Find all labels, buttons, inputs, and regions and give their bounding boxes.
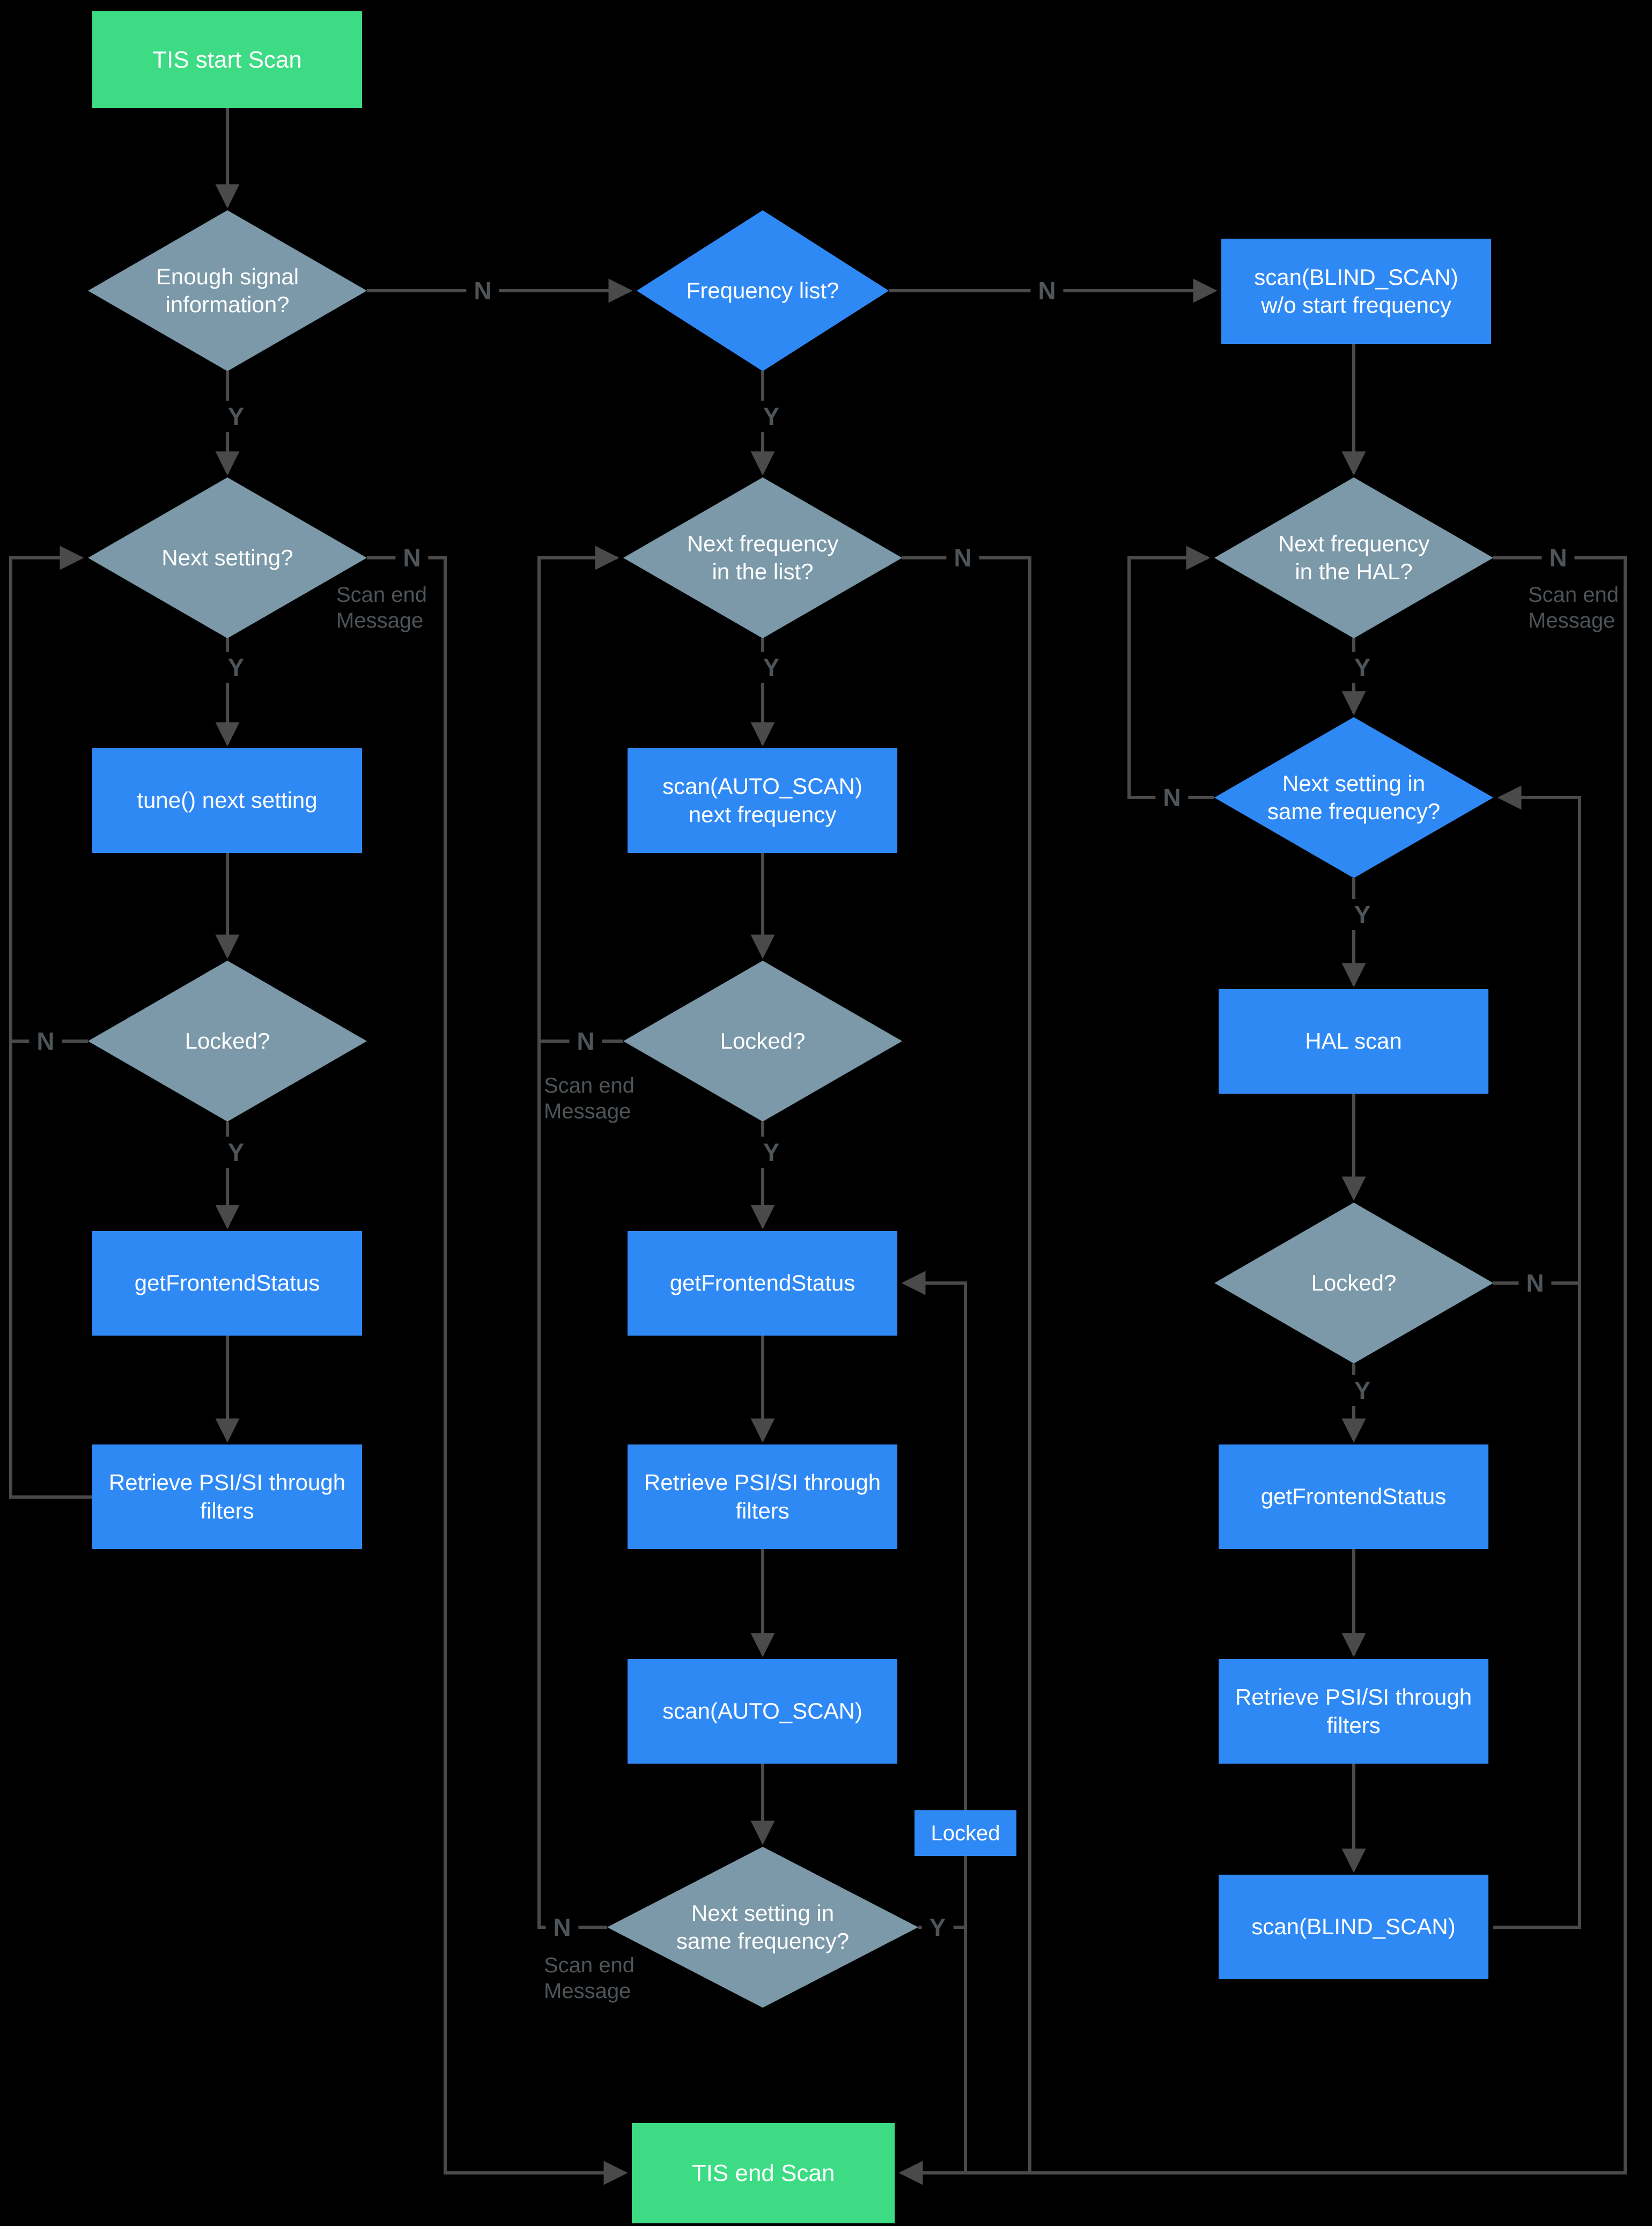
edge-label-y_next_freq_list: Y — [755, 652, 787, 683]
edge-label-n_next_setting: N — [395, 542, 429, 573]
node-label-d_next_setting: Next setting? — [161, 544, 293, 570]
edge-label-scanend_right: Scan end Message — [1528, 583, 1619, 632]
node-label-d_locked_r: Locked? — [1311, 1270, 1397, 1295]
edge-label-n_same_m: N — [545, 1912, 579, 1943]
node-p_tune: tune() next setting — [92, 748, 362, 853]
edge-label-y_locked_l: Y — [220, 1137, 252, 1168]
edge-label-scanend_mid_locked: Scan end Message — [544, 1074, 635, 1123]
node-p_scan_blind_wo: scan(BLIND_SCAN) w/o start frequency — [1221, 239, 1491, 344]
node-label-p_tune: tune() next setting — [137, 787, 318, 813]
node-label-d_locked_l: Locked? — [185, 1028, 270, 1053]
edge-label-n_same_r: N — [1155, 782, 1189, 813]
node-p_hal_scan: HAL scan — [1219, 989, 1488, 1094]
node-p_psi_r: Retrieve PSI/SI through filters — [1219, 1659, 1488, 1764]
node-p_gfs_m: getFrontendStatus — [628, 1231, 897, 1336]
node-label-start: TIS start Scan — [152, 46, 302, 73]
node-label-p_scan_blind_wo: scan(BLIND_SCAN) w/o start frequency — [1254, 264, 1458, 318]
node-label-p_scan_auto_next: scan(AUTO_SCAN) next frequency — [662, 773, 862, 827]
node-p_scan_auto: scan(AUTO_SCAN) — [628, 1659, 897, 1764]
connector-31 — [1127, 546, 1214, 799]
edge-label-y_next_freq_hal: Y — [1346, 652, 1378, 683]
node-label-p_psi_r: Retrieve PSI/SI through filters — [1235, 1684, 1472, 1738]
node-p_scan_blind: scan(BLIND_SCAN) — [1219, 1875, 1488, 1979]
node-label-d_same_r: Next setting in same frequency? — [1267, 770, 1441, 824]
edge-label-n_locked_r: N — [1518, 1267, 1552, 1299]
node-label-d_same_m: Next setting in same frequency? — [676, 1900, 850, 1954]
node-label-lbl_locked: Locked — [931, 1821, 1000, 1845]
node-label-end: TIS end Scan — [691, 2160, 835, 2186]
edge-label-n_locked_m: N — [569, 1026, 602, 1057]
node-label-p_gfs_r: getFrontendStatus — [1260, 1484, 1447, 1509]
node-label-d_next_freq_list: Next frequency in the list? — [687, 530, 839, 585]
edge-label-y_same_r: Y — [1346, 899, 1378, 930]
edge-label-n_freqlist: N — [1030, 275, 1064, 306]
connector-33 — [902, 556, 1031, 2173]
node-label-p_gfs_l: getFrontendStatus — [134, 1270, 320, 1296]
node-p_psi_m: Retrieve PSI/SI through filters — [628, 1444, 897, 1549]
edge-label-y_locked_r: Y — [1346, 1375, 1378, 1406]
node-p_scan_auto_next: scan(AUTO_SCAN) next frequency — [628, 748, 897, 853]
edge-label-n_next_freq_list: N — [946, 542, 979, 573]
connector-6 — [9, 546, 92, 1499]
edge-label-n_enough: N — [466, 275, 499, 306]
node-p_gfs_l: getFrontendStatus — [92, 1231, 362, 1336]
node-end: TIS end Scan — [632, 2123, 895, 2223]
edge-label-y_locked_m: Y — [755, 1137, 787, 1168]
node-label-p_hal_scan: HAL scan — [1305, 1028, 1402, 1054]
edge-label-y_next_setting: Y — [220, 652, 252, 683]
node-label-d_enough: Enough signal information? — [156, 263, 299, 318]
connector-8 — [367, 556, 628, 2185]
node-label-p_scan_blind: scan(BLIND_SCAN) — [1251, 1914, 1456, 1940]
edge-label-scanend_left: Scan end Message — [336, 583, 427, 632]
edge-label-scanend_mid_same: Scan end Message — [544, 1954, 635, 2003]
node-label-p_gfs_m: getFrontendStatus — [669, 1270, 856, 1296]
node-label-p_scan_auto: scan(AUTO_SCAN) — [662, 1698, 862, 1724]
edge-label-y_same_m: Y — [921, 1912, 954, 1943]
node-label-d_locked_m: Locked? — [720, 1028, 806, 1053]
node-start: TIS start Scan — [92, 11, 362, 108]
edge-label-y_freqlist: Y — [755, 401, 787, 432]
edge-label-y_enough: Y — [220, 401, 252, 432]
node-lbl_locked: Locked — [914, 1810, 1016, 1856]
edge-label-n_locked_l: N — [29, 1026, 62, 1057]
node-label-p_psi_m: Retrieve PSI/SI through filters — [644, 1470, 881, 1523]
edge-label-n_next_freq_hal: N — [1542, 542, 1575, 573]
node-label-d_next_freq_hal: Next frequency in the HAL? — [1278, 530, 1430, 585]
node-label-p_psi_l: Retrieve PSI/SI through filters — [108, 1470, 346, 1523]
node-p_psi_l: Retrieve PSI/SI through filters — [92, 1444, 362, 1549]
connector-29 — [1493, 785, 1581, 1929]
node-p_gfs_r: getFrontendStatus — [1219, 1444, 1488, 1549]
node-label-d_freqlist: Frequency list? — [686, 277, 839, 303]
connector-21 — [537, 546, 620, 1929]
